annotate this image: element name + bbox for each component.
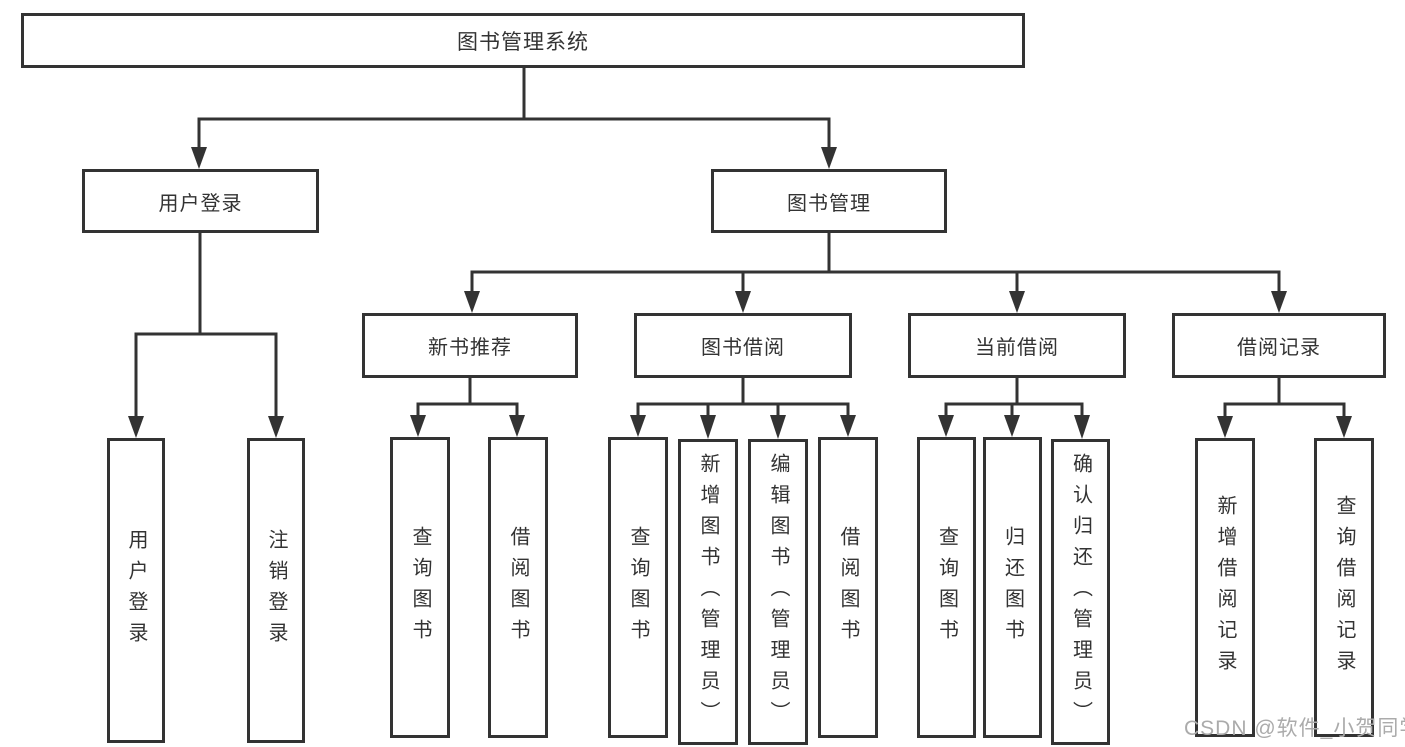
leaf-label: 新增借阅记录	[1214, 494, 1236, 681]
node-current-borrow: 当前借阅	[908, 313, 1126, 378]
leaf-label: 查询图书	[409, 525, 431, 650]
node-borrow-record: 借阅记录	[1172, 313, 1386, 378]
leaf-query-book-current: 查询图书	[917, 437, 976, 738]
leaf-logout: 注销登录	[247, 438, 305, 743]
leaf-edit-book-admin: 编辑图书（管理员）	[748, 439, 808, 745]
leaf-label: 查询借阅记录	[1333, 494, 1355, 681]
leaf-label: 编辑图书（管理员）	[767, 452, 789, 732]
leaf-add-borrow-record: 新增借阅记录	[1195, 438, 1255, 737]
leaf-label: 查询图书	[627, 525, 649, 650]
leaf-label: 新增图书（管理员）	[697, 452, 719, 732]
leaf-label: 确认归还（管理员）	[1069, 452, 1092, 732]
leaf-user-login: 用户登录	[107, 438, 165, 743]
leaf-borrow-book: 借阅图书	[818, 437, 878, 738]
leaf-return-book: 归还图书	[983, 437, 1042, 738]
node-user-login: 用户登录	[82, 169, 319, 233]
leaf-label: 查询图书	[935, 525, 958, 650]
leaf-query-book-borrow: 查询图书	[608, 437, 668, 738]
leaf-add-book-admin: 新增图书（管理员）	[678, 439, 738, 745]
leaf-confirm-return-admin: 确认归还（管理员）	[1051, 439, 1110, 745]
leaf-query-book-recommend: 查询图书	[390, 437, 450, 738]
node-new-book-recommend: 新书推荐	[362, 313, 578, 378]
leaf-query-borrow-record: 查询借阅记录	[1314, 438, 1374, 737]
node-book-management: 图书管理	[711, 169, 947, 233]
leaf-label: 归还图书	[1001, 525, 1024, 650]
leaf-label: 借阅图书	[837, 525, 859, 650]
leaf-label: 用户登录	[125, 528, 147, 653]
leaf-label: 注销登录	[265, 528, 287, 653]
node-book-borrow: 图书借阅	[634, 313, 852, 378]
node-root: 图书管理系统	[21, 13, 1025, 68]
leaf-label: 借阅图书	[507, 525, 529, 650]
leaf-borrow-book-recommend: 借阅图书	[488, 437, 548, 738]
csdn-watermark: CSDN @软件_小贺同学	[1184, 717, 1405, 740]
arrowhead-icons	[128, 147, 1352, 439]
